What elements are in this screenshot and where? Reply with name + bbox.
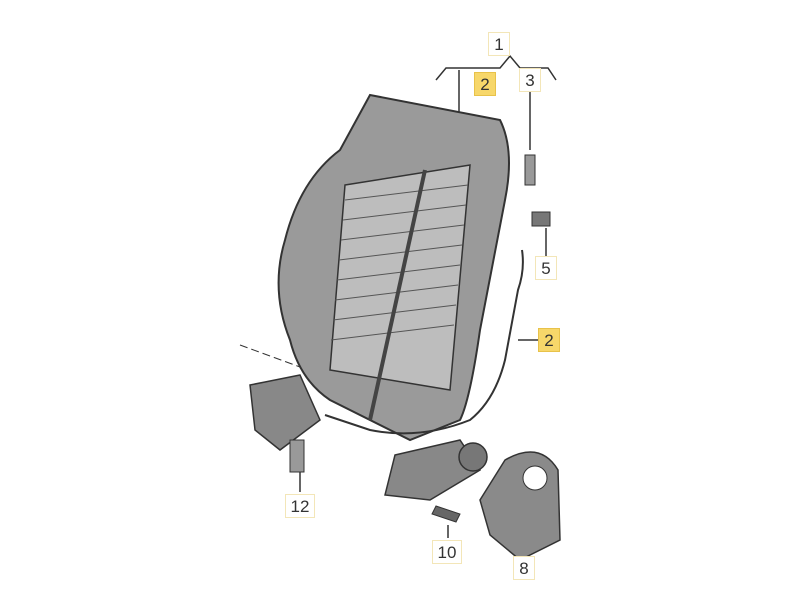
callout-10[interactable]: 10	[432, 540, 462, 564]
callout-12[interactable]: 12	[285, 494, 315, 518]
spring-part	[524, 154, 536, 186]
callout-8[interactable]: 8	[513, 556, 535, 580]
backrest-rod	[368, 169, 427, 421]
group-bracket	[435, 54, 557, 81]
recliner-knob	[458, 442, 488, 472]
bolt-part	[431, 505, 461, 523]
callout-3[interactable]: 3	[519, 68, 541, 92]
callout-5[interactable]: 5	[535, 256, 557, 280]
hinge-bracket-left	[249, 374, 321, 451]
trim-cover-hole	[522, 465, 548, 491]
release-cable	[324, 249, 524, 435]
clip-part	[531, 211, 551, 227]
trim-cover	[479, 451, 561, 561]
callout-1[interactable]: 1	[488, 32, 510, 56]
spring-part-12	[289, 439, 305, 473]
callout-2-right[interactable]: 2	[538, 328, 560, 352]
backrest-slats	[330, 184, 469, 341]
callout-2-top[interactable]: 2	[474, 72, 496, 96]
hinge-bracket-right	[384, 439, 482, 501]
